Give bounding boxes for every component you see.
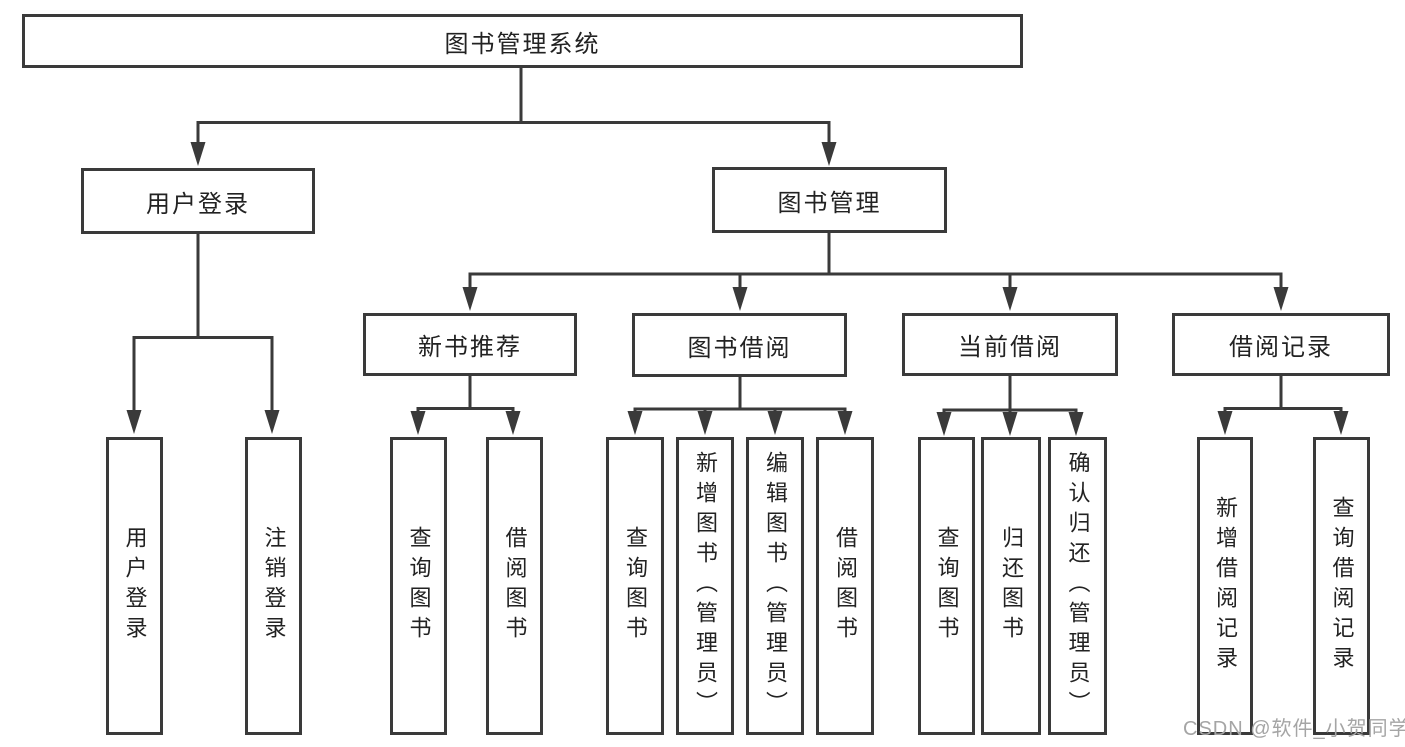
leaf-logout-label: 注销登录 bbox=[261, 526, 287, 646]
arrow-icon bbox=[264, 410, 280, 434]
arrow-icon bbox=[1217, 411, 1233, 435]
borrow-record-branch bbox=[1223, 407, 1343, 417]
arrow-icon bbox=[1333, 411, 1349, 435]
leaf-user-login: 用户登录 bbox=[106, 437, 163, 735]
leaf-query-book-2: 查询图书 bbox=[606, 437, 664, 735]
user-login-branch bbox=[132, 336, 274, 416]
node-borrow-record: 借阅记录 bbox=[1172, 313, 1390, 376]
leaf-query-borrow-record: 查询借阅记录 bbox=[1313, 437, 1370, 735]
node-book-management: 图书管理 bbox=[712, 167, 947, 233]
arrow-icon bbox=[821, 142, 837, 166]
book-borrow-branch bbox=[633, 407, 847, 417]
arrow-icon bbox=[1002, 412, 1018, 436]
leaf-borrow-book-2-label: 借阅图书 bbox=[833, 526, 858, 646]
node-new-book-recommend: 新书推荐 bbox=[363, 313, 577, 376]
leaf-add-borrow-record-label: 新增借阅记录 bbox=[1213, 496, 1238, 676]
leaf-confirm-return-admin-label: 确认归还（管理员） bbox=[1065, 451, 1091, 721]
node-root-label: 图书管理系统 bbox=[444, 30, 601, 58]
arrow-icon bbox=[126, 410, 142, 434]
leaf-confirm-return-admin: 确认归还（管理员） bbox=[1048, 437, 1107, 735]
leaf-user-login-label: 用户登录 bbox=[122, 526, 148, 646]
arrow-icon bbox=[1002, 287, 1018, 311]
leaf-edit-book-admin-label: 编辑图书（管理员） bbox=[763, 451, 788, 721]
leaf-borrow-book-1: 借阅图书 bbox=[486, 437, 543, 735]
leaf-return-book-label: 归还图书 bbox=[999, 526, 1024, 646]
arrow-icon bbox=[697, 411, 713, 435]
csdn-watermark: CSDN @软件_小贺同学 bbox=[1183, 718, 1405, 740]
arrow-icon bbox=[767, 411, 783, 435]
leaf-add-borrow-record: 新增借阅记录 bbox=[1197, 437, 1253, 735]
leaf-query-book-1: 查询图书 bbox=[390, 437, 447, 735]
leaf-query-book-3-label: 查询图书 bbox=[934, 526, 960, 646]
arrow-icon bbox=[732, 287, 748, 311]
node-current-borrow: 当前借阅 bbox=[902, 313, 1118, 376]
node-user-login-label: 用户登录 bbox=[146, 190, 250, 218]
leaf-return-book: 归还图书 bbox=[981, 437, 1041, 735]
leaf-query-book-3: 查询图书 bbox=[918, 437, 975, 735]
level3-branch bbox=[468, 272, 1283, 293]
leaf-query-borrow-record-label: 查询借阅记录 bbox=[1329, 496, 1355, 676]
arrow-icon bbox=[410, 411, 426, 435]
leaf-query-book-2-label: 查询图书 bbox=[623, 526, 648, 646]
arrow-icon bbox=[1273, 287, 1289, 311]
node-current-borrow-label: 当前借阅 bbox=[958, 334, 1062, 361]
leaf-edit-book-admin: 编辑图书（管理员） bbox=[746, 437, 804, 735]
node-root: 图书管理系统 bbox=[22, 14, 1023, 68]
leaf-query-book-1-label: 查询图书 bbox=[406, 526, 432, 646]
leaf-add-book-admin-label: 新增图书（管理员） bbox=[693, 451, 718, 721]
arrow-icon bbox=[190, 142, 206, 166]
node-book-borrow: 图书借阅 bbox=[632, 313, 847, 377]
arrowheads bbox=[126, 142, 1349, 436]
node-new-book-recommend-label: 新书推荐 bbox=[418, 334, 522, 361]
new-book-branch bbox=[416, 407, 515, 417]
leaf-add-book-admin: 新增图书（管理员） bbox=[676, 437, 734, 735]
node-book-management-label: 图书管理 bbox=[777, 189, 882, 217]
leaf-logout: 注销登录 bbox=[245, 437, 302, 735]
arrow-icon bbox=[462, 287, 478, 311]
node-user-login: 用户登录 bbox=[81, 168, 315, 234]
node-book-borrow-label: 图书借阅 bbox=[687, 334, 792, 362]
level2-branch bbox=[196, 121, 831, 148]
arrow-icon bbox=[936, 412, 952, 436]
node-borrow-record-label: 借阅记录 bbox=[1229, 334, 1333, 361]
arrow-icon bbox=[505, 411, 521, 435]
arrow-icon bbox=[627, 411, 643, 435]
arrow-icon bbox=[1068, 412, 1084, 436]
leaf-borrow-book-2: 借阅图书 bbox=[816, 437, 874, 735]
arrow-icon bbox=[837, 411, 853, 435]
leaf-borrow-book-1-label: 借阅图书 bbox=[502, 526, 528, 646]
